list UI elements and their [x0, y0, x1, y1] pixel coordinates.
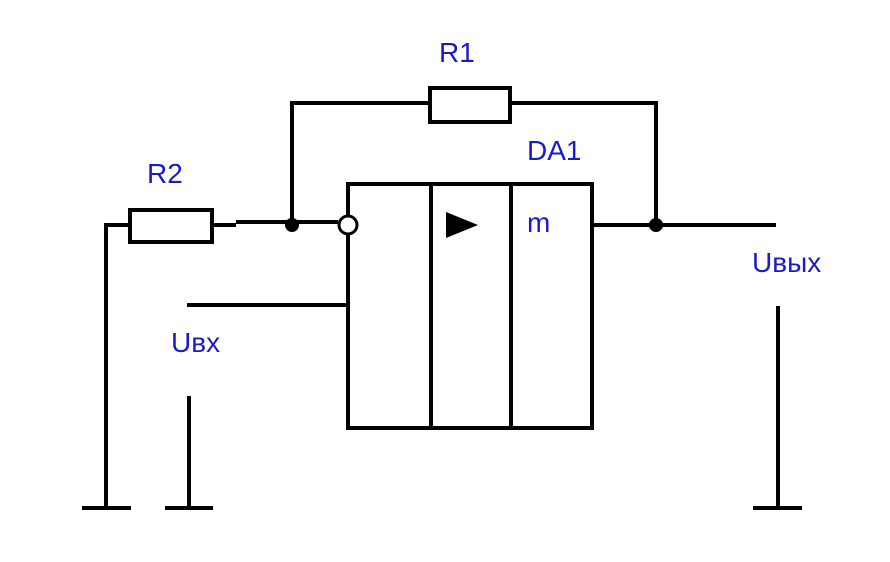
resistor-r2 [128, 208, 214, 244]
r2-to-input-wire [212, 220, 338, 227]
resistor-r1 [428, 86, 512, 124]
amplifier-triangle-icon [446, 212, 478, 238]
r1-label: R1 [439, 37, 475, 68]
da1-label: DA1 [527, 135, 581, 166]
op-amp-body [346, 182, 594, 430]
feedback-wire-right [510, 101, 658, 225]
junction-node-output [649, 218, 663, 232]
u-out-label: Uвых [752, 247, 821, 278]
r2-left-wire [104, 223, 130, 508]
junction-node-input [285, 218, 299, 232]
r2-label: R2 [147, 158, 183, 189]
inverting-input-circle [337, 214, 359, 236]
u-in-label: Uвх [171, 327, 220, 358]
feedback-wire-left [290, 101, 430, 225]
m-label: m [527, 207, 550, 238]
